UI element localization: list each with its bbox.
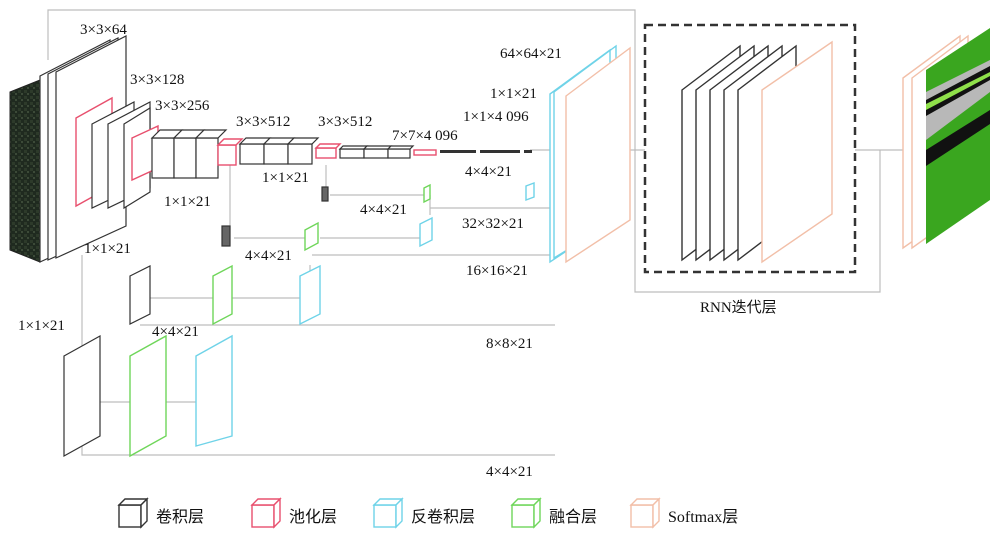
label-upscore-top: 64×64×21 [500,46,562,62]
legend-item-softmax: Softmax层 [629,497,738,529]
label-score-fr: 1×1×21 [490,86,537,102]
label-conv3: 3×3×256 [155,98,210,114]
rnn-box [643,23,857,274]
label-pool3-score: 1×1×21 [164,194,211,210]
pool4-block [314,143,342,159]
deconv-blocks [195,44,617,447]
conv5-block [338,145,415,159]
conv4-block [238,137,320,165]
legend-label-pool: 池化层 [289,507,337,526]
legend-label-softmax: Softmax层 [668,509,738,526]
legend-label-conv: 卷积层 [156,507,204,526]
label-up-4x4-d: 4×4×21 [152,324,199,340]
label-up-4x4-b: 4×4×21 [360,202,407,218]
label-up-8: 8×8×21 [486,336,533,352]
pool5-block [413,149,437,156]
label-up-16: 16×16×21 [466,263,528,279]
label-up-32: 32×32×21 [462,216,524,232]
rnn-softmax [761,40,833,264]
fc-layers [440,150,532,153]
softmax-block-1 [565,46,631,264]
legend: 卷积层 池化层 反卷积层 融合层 Softmax层 [117,497,738,529]
score-blocks [63,186,329,458]
label-rnn: RNN迭代层 [700,299,777,316]
connection-lines [47,9,905,456]
fusion-blocks [129,183,431,458]
legend-label-fusion: 融合层 [549,507,597,526]
legend-item-deconv: 反卷积层 [372,497,475,529]
conv2-block [91,101,151,210]
label-pool4-score: 1×1×21 [262,170,309,186]
label-up-4x4-c: 4×4×21 [245,248,292,264]
label-fc6: 7×7×4 096 [392,128,458,144]
label-pool2-score: 1×1×21 [84,241,131,257]
legend-label-deconv: 反卷积层 [411,507,475,526]
pool3-block [216,138,244,166]
label-pool1-score: 1×1×21 [18,318,65,334]
legend-item-pool: 池化层 [250,497,337,529]
label-conv4: 3×3×512 [236,114,290,130]
legend-item-conv: 卷积层 [117,497,204,529]
label-conv5: 3×3×512 [318,114,372,130]
legend-item-fusion: 融合层 [510,497,597,529]
label-conv1: 3×3×64 [80,22,127,38]
input-image [9,79,41,263]
label-conv2: 3×3×128 [130,72,184,88]
label-up-4-bottom: 4×4×21 [486,464,533,480]
conv3-block [150,129,228,179]
label-fc7: 1×1×4 096 [463,109,529,125]
output-image [926,28,990,244]
label-up-4x4-a: 4×4×21 [465,164,512,180]
